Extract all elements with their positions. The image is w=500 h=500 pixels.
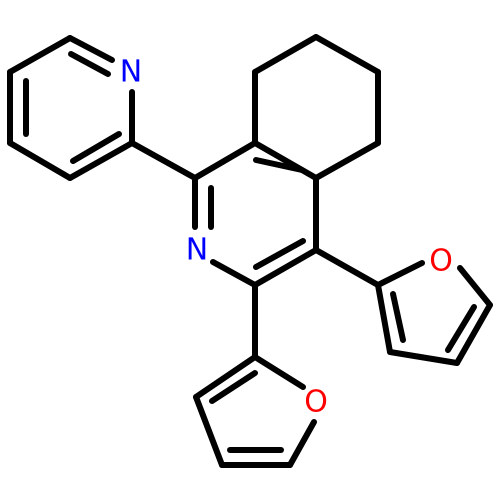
bond-pyr-link <box>129 140 198 181</box>
bond-c8a-c1 <box>192 140 258 181</box>
bonds <box>7 34 493 468</box>
bond-pyr-1 <box>7 35 73 75</box>
bond-fb-1 <box>252 354 306 390</box>
bond-ft-3-inner <box>445 304 477 353</box>
furan-bottom-oxygen-label: O <box>304 385 328 420</box>
bond-cy-3 <box>313 34 381 75</box>
bond-cy-5 <box>313 140 381 181</box>
bond-ft-5-inner <box>390 291 406 343</box>
bond-cy-2 <box>252 34 319 75</box>
furan-ring-bottom <box>193 354 317 468</box>
bond-fb-2 <box>287 419 317 468</box>
bond-pyr-4-inner <box>70 131 122 164</box>
bond-ft-5 <box>375 282 393 355</box>
bond-pyr-4 <box>67 140 135 181</box>
bond-c4a-c8a <box>252 140 319 181</box>
bond-furan-top-link <box>313 247 381 288</box>
atom-labels: N N O O <box>120 55 453 420</box>
bond-c3-c4-inner <box>253 238 306 270</box>
bond-pyr-6-inner <box>68 51 111 77</box>
bond-fb-5 <box>193 354 258 400</box>
bond-c4a-c8a-inner <box>253 157 305 173</box>
bond-ft-2 <box>457 265 493 308</box>
cyclohexane-ring <box>252 34 381 181</box>
isoquinoline-nitrogen-label: N <box>186 233 208 268</box>
bond-fb-5-inner <box>209 370 258 404</box>
bond-pyr-3 <box>7 140 73 181</box>
bond-ft-1 <box>375 260 425 288</box>
central-ring <box>192 140 319 288</box>
furan-ring-top <box>375 260 493 366</box>
pyridine-ring <box>7 35 135 181</box>
pyridine-nitrogen-label: N <box>120 55 142 90</box>
bond-c3-c4 <box>252 247 319 288</box>
bond-n-c3 <box>210 259 258 288</box>
bond-ft-4 <box>387 349 460 366</box>
furan-top-oxygen-label: O <box>429 244 453 279</box>
bond-pyr-6 <box>67 35 115 63</box>
bond-fb-4 <box>193 394 225 468</box>
bond-ft-3 <box>454 302 493 366</box>
